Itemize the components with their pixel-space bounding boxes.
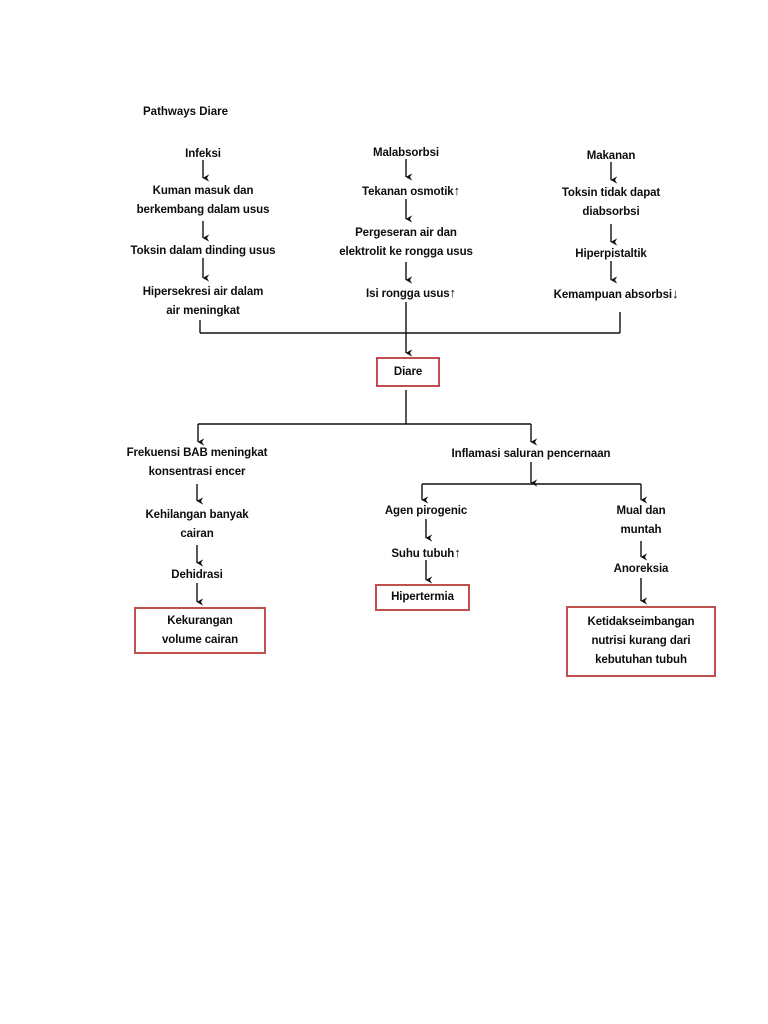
node-kemampuan-absorbsi-label: Kemampuan absorbsi [553,289,672,301]
node-pergeseran-air: Pergeseran air dan elektrolit ke rongga … [339,227,473,258]
arrow-down-icon: ↓ [671,286,679,301]
node-hiperpistaltik: Hiperpistaltik [575,248,647,260]
node-kuman-masuk: Kuman masuk dan berkembang dalam usus [136,185,270,216]
node-dehidrasi: Dehidrasi [171,569,223,581]
node-infeksi: Infeksi [185,148,221,160]
arrow-up-icon: ↑ [454,545,461,560]
node-toksin-dinding-usus: Toksin dalam dinding usus [130,245,276,257]
node-suhu-tubuh-label: Suhu tubuh [391,548,455,560]
node-suhu-tubuh: Suhu tubuh↑ [366,543,486,564]
node-tekanan-osmotik: Tekanan osmotik↑ [336,181,486,202]
node-anoreksia: Anoreksia [613,563,669,575]
node-malabsorbsi: Malabsorbsi [372,147,439,159]
node-tekanan-osmotik-label: Tekanan osmotik [362,186,454,198]
node-isi-rongga-usus-label: Isi rongga usus [366,288,450,300]
box-kekurangan-volume-cairan[interactable]: Kekurangan volume cairan [134,607,266,654]
node-agen-pirogenic: Agen pirogenic [384,505,468,517]
node-kemampuan-absorbsi: Kemampuan absorbsi↓ [541,284,691,305]
node-toksin-tidak-dapat-diabsorbsi: Toksin tidak dapat diabsorbsi [561,187,661,218]
box-ketidakseimbangan-nutrisi[interactable]: Ketidakseimbangan nutrisi kurang dari ke… [566,606,716,677]
node-frekuensi-bab: Frekuensi BAB meningkat konsentrasi ence… [126,447,268,478]
diagram-title: Pathways Diare [143,106,229,118]
box-hipertermia[interactable]: Hipertermia [375,584,470,611]
node-kehilangan-cairan: Kehilangan banyak cairan [145,509,249,540]
node-makanan: Makanan [586,150,636,162]
node-isi-rongga-usus: Isi rongga usus↑ [336,283,486,304]
arrow-up-icon: ↑ [449,285,457,300]
node-hipersekresi-air: Hipersekresi air dalam air meningkat [142,286,264,317]
node-mual-dan-muntah: Mual dan muntah [616,505,666,536]
node-inflamasi-saluran-pencernaan: Inflamasi saluran pencernaan [451,448,611,460]
box-diare[interactable]: Diare [376,357,440,387]
arrow-up-icon: ↑ [453,183,461,198]
